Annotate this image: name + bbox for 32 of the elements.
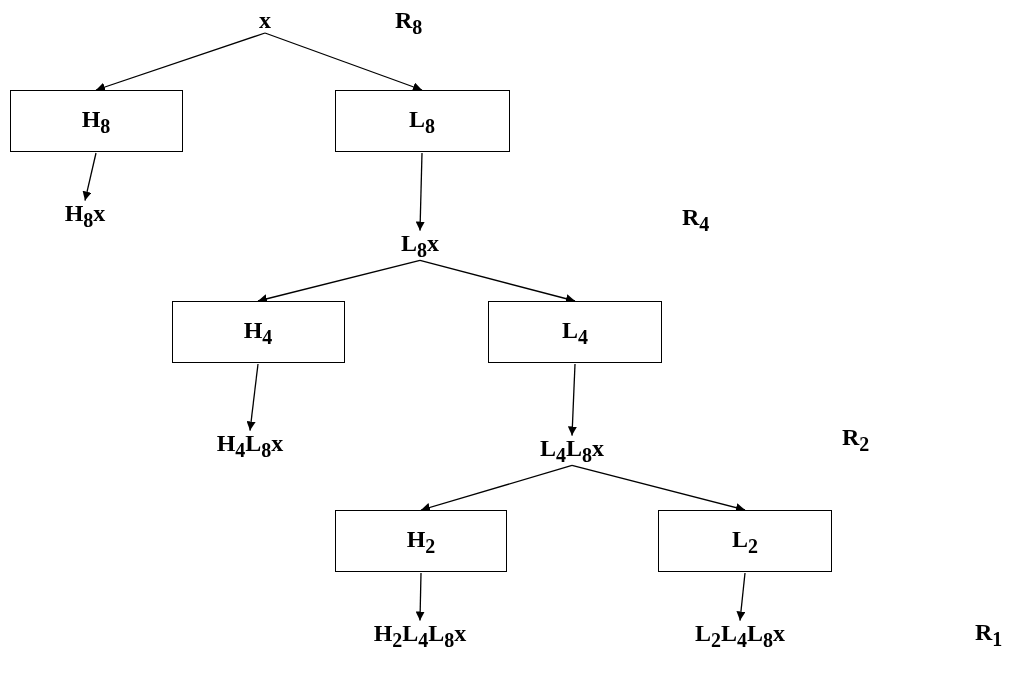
filter-label: L$_{8}$ <box>409 106 435 136</box>
signal-label: x <box>259 8 271 32</box>
arrow <box>567 363 577 437</box>
level-label: R$_{8}$ <box>395 8 423 37</box>
signal-label: H$_{2}$L$_{4}$L$_{8}$x <box>373 620 467 650</box>
arrow <box>415 572 425 622</box>
level-label: R$_{1}$ <box>975 620 1003 649</box>
level-label: R$_{4}$ <box>682 205 710 234</box>
filter-box <box>171 301 345 363</box>
filter-label: L$_{2}$ <box>732 526 758 556</box>
arrow <box>420 464 573 512</box>
signal-label: L$_{8}$x <box>401 230 439 260</box>
arrow <box>95 32 266 92</box>
arrow <box>264 32 423 92</box>
filter-box <box>488 301 662 363</box>
filter-box <box>335 510 507 572</box>
signal-label: L$_{4}$L$_{8}$x <box>540 435 604 465</box>
level-label: R$_{2}$ <box>842 425 870 454</box>
filter-label: H$_{4}$ <box>243 317 273 347</box>
arrow <box>415 152 425 232</box>
filter-label: H$_{8}$ <box>81 106 111 136</box>
filter-box <box>9 90 183 152</box>
signal-label: H$_{8}$x <box>64 200 106 230</box>
signal-label: L$_{2}$L$_{4}$L$_{8}$x <box>694 620 785 650</box>
filter-box <box>334 90 510 152</box>
filter-box <box>658 510 832 572</box>
arrow <box>736 572 746 622</box>
filter-label: H$_{2}$ <box>406 526 436 556</box>
arrow <box>82 152 97 202</box>
signal-label: H$_{4}$L$_{8}$x <box>216 430 284 460</box>
filter-label: L$_{4}$ <box>562 317 588 347</box>
arrow <box>246 363 259 432</box>
